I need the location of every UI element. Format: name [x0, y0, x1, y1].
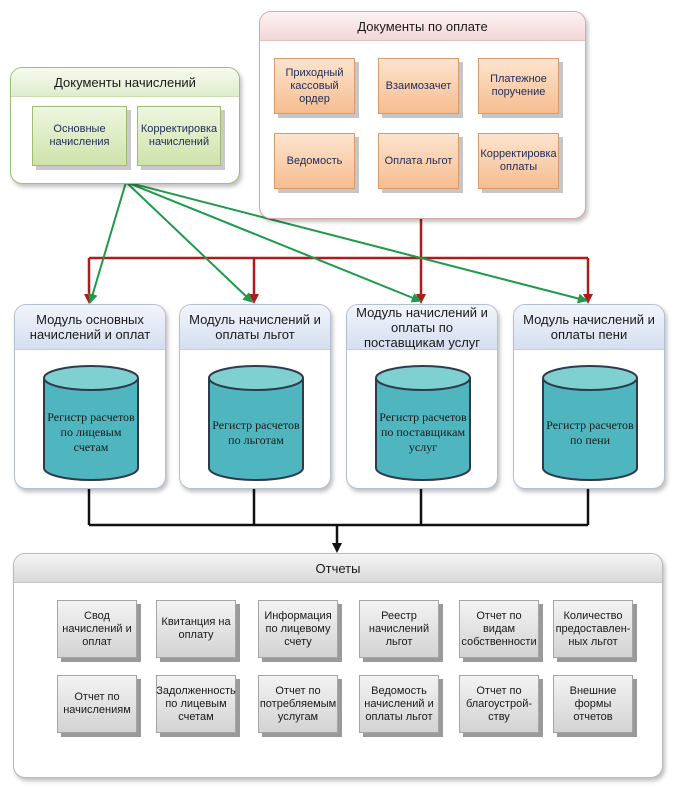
- module-suppliers[interactable]: Модуль начислений и оплаты по поставщика…: [346, 304, 498, 489]
- accrual-doc-correction[interactable]: Корректировка начислений: [137, 106, 221, 166]
- report-item[interactable]: Отчет по видам собственности: [459, 600, 539, 658]
- module-main-accruals[interactable]: Модуль основных начислений и оплат Регис…: [14, 304, 166, 489]
- reports-panel: Отчеты Свод начислений и оплат Квитанция…: [13, 553, 663, 778]
- module-penalties[interactable]: Модуль начислений и оплаты пени Регистр …: [513, 304, 665, 489]
- report-item[interactable]: Ведомость начислений и оплаты льгот: [359, 675, 439, 733]
- register-cylinder-icon: [43, 365, 139, 481]
- report-connectors: [87, 487, 590, 553]
- accrual-arrow-module-4: [125, 181, 588, 304]
- report-item[interactable]: Внешние формы отчетов: [553, 675, 633, 733]
- accrual-connectors: [87, 181, 588, 304]
- payment-connectors: [84, 217, 593, 304]
- accrual-doc-main[interactable]: Основные начисления: [32, 106, 127, 166]
- register-label: Регистр расчетов по поставщикам услуг: [379, 410, 467, 454]
- accrual-arrow-module-2: [125, 181, 253, 303]
- register-label: Регистр расчетов по льготам: [212, 418, 300, 447]
- module-title: Модуль начислений и оплаты по поставщика…: [347, 305, 497, 350]
- payment-doc-payment-order[interactable]: Платежное поручение: [478, 58, 559, 114]
- register-cylinder-icon: [542, 365, 638, 481]
- payment-documents-title: Документы по оплате: [260, 12, 585, 41]
- register-label: Регистр расчетов по лицевым счетам: [47, 410, 135, 454]
- report-item[interactable]: Информация по лицевому счету: [258, 600, 338, 658]
- module-title: Модуль начислений и оплаты пени: [514, 305, 664, 350]
- module-benefits[interactable]: Модуль начислений и оплаты льгот Регистр…: [179, 304, 331, 489]
- report-item[interactable]: Отчет по благоустрой-ству: [459, 675, 539, 733]
- accrual-arrow-module-3: [125, 181, 422, 303]
- module-title: Модуль основных начислений и оплат: [15, 305, 165, 350]
- register-cylinder-icon: [375, 365, 471, 481]
- payment-doc-statement[interactable]: Ведомость: [274, 133, 355, 189]
- module-title: Модуль начислений и оплаты льгот: [180, 305, 330, 350]
- report-item[interactable]: Реестр начислений льгот: [359, 600, 439, 658]
- accrual-documents-panel: Документы начислений Основные начисления…: [10, 67, 240, 184]
- payment-doc-benefit-payment[interactable]: Оплата льгот: [378, 133, 459, 189]
- report-item[interactable]: Количество предоставлен-ных льгот: [553, 600, 633, 658]
- register-label: Регистр расчетов по пени: [546, 418, 634, 447]
- register-cylinder-icon: [208, 365, 304, 481]
- accrual-documents-title: Документы начислений: [11, 68, 239, 97]
- reports-title: Отчеты: [14, 554, 662, 583]
- payment-doc-offset[interactable]: Взаимозачет: [378, 58, 459, 114]
- accrual-arrow-module-1: [87, 181, 127, 304]
- report-item[interactable]: Задолженность по лицевым счетам: [156, 675, 236, 733]
- report-item[interactable]: Отчет по начислениям: [57, 675, 137, 733]
- report-item[interactable]: Отчет по потребляемым услугам: [258, 675, 338, 733]
- payment-doc-payment-correction[interactable]: Корректировка оплаты: [478, 133, 559, 189]
- payment-doc-cash-order[interactable]: Приходный кассовый ордер: [274, 58, 355, 114]
- report-item[interactable]: Свод начислений и оплат: [57, 600, 137, 658]
- report-item[interactable]: Квитанция на оплату: [156, 600, 236, 658]
- payment-documents-panel: Документы по оплате Приходный кассовый о…: [259, 11, 586, 219]
